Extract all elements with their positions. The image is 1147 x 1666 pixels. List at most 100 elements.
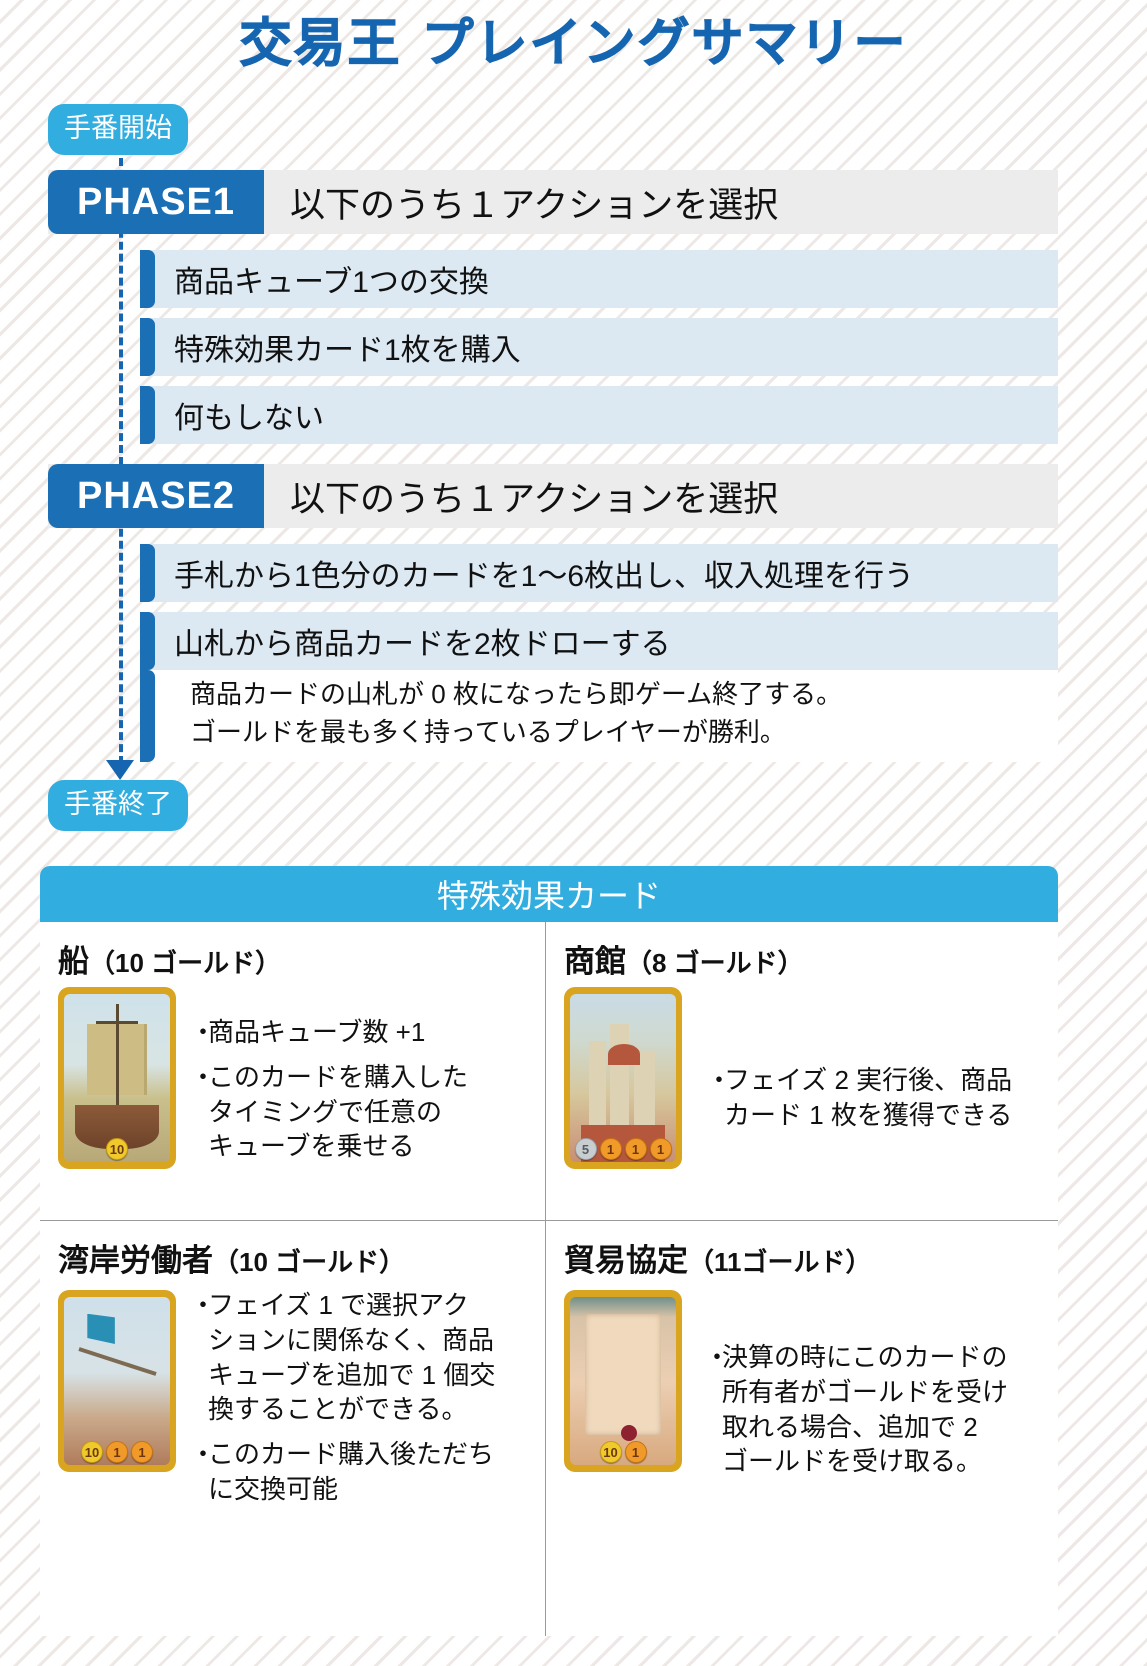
card-trading-house-bullets: ・ フェイズ 2 実行後、商品 カード 1 枚を獲得できる: [696, 987, 1048, 1143]
dock-flag-icon: [87, 1313, 115, 1345]
card-trade-agreement-name: 貿易協定: [564, 1243, 688, 1278]
ship-mast-icon: [115, 1004, 119, 1109]
card-trading-house-name: 商館: [564, 944, 626, 979]
grid-divider-vertical-bottom: [545, 1221, 546, 1636]
house-tower-icon: [589, 1041, 607, 1139]
card-trade-agreement-body: 10 1 ・ 決算の時にこのカードの 所有者がゴールドを受け 取れる場合、追加で…: [564, 1286, 1048, 1489]
phase-1-tag: PHASE1: [48, 170, 264, 234]
phase-1-action-2: 特殊効果カード1枚を購入: [140, 318, 1058, 376]
card-trading-house-cost: （8 ゴールド）: [626, 948, 804, 978]
end-game-note-line-1: 商品カードの山札が 0 枚になったら即ゲーム終了する。: [190, 679, 843, 709]
end-game-note-line-2: ゴールドを最も多く持っているプレイヤーが勝利。: [190, 716, 786, 747]
phase-2-description: 以下のうち１アクションを選択: [290, 479, 779, 519]
ship-illustration: [64, 994, 170, 1162]
card-dock-worker-name: 湾岸労働者: [58, 1243, 213, 1278]
card-entry-trade-agreement: 貿易協定（11ゴールド） 10 1: [546, 1221, 1058, 1636]
card-ship-bullets: ・ 商品キューブ数 +1 ・ このカードを購入した タイミングで任意の キューブ…: [190, 987, 535, 1174]
bullet-icon: ・: [190, 1061, 217, 1092]
card-trading-house-body: 5 1 1 1 ・ フェイズ 2 実行後、商品 カード 1 枚を獲得できる: [564, 987, 1048, 1169]
coin-badge: 1: [599, 1138, 622, 1160]
list-item: ・ 決算の時にこのカードの 所有者がゴールドを受け 取れる場合、追加で 2 ゴー…: [704, 1340, 1048, 1479]
bullet-icon: ・: [704, 1342, 731, 1372]
phase-1-description: 以下のうち１アクションを選択: [290, 185, 779, 225]
card-trading-house-title: 商館（8 ゴールド）: [564, 936, 1048, 981]
card-ship-cost: （10 ゴールド）: [89, 948, 282, 978]
trading-house-card-coins: 5 1 1 1: [564, 1138, 682, 1160]
card-trading-house-bullet-1: フェイズ 2 実行後、商品 カード 1 枚を獲得できる: [724, 1065, 1013, 1130]
phase-1-action-1-label: 商品キューブ1つの交換: [174, 266, 489, 299]
coin-badge: 5: [574, 1138, 597, 1160]
phase-2-header: PHASE2 以下のうち１アクションを選択: [48, 464, 1058, 528]
coin-badge: 1: [649, 1138, 672, 1160]
ship-yard-icon: [95, 1020, 139, 1024]
card-entry-trading-house: 商館（8 ゴールド） 5 1: [546, 922, 1058, 1220]
card-dock-worker-cost: （10 ゴールド）: [213, 1247, 406, 1277]
ship-card-coins: 10: [58, 1138, 176, 1160]
ship-card-art: 10: [58, 987, 176, 1169]
parchment-icon: [584, 1313, 662, 1435]
end-game-note: 商品カードの山札が 0 枚になったら即ゲーム終了する。 ゴールドを最も多く持って…: [140, 670, 1058, 762]
coin-badge: 10: [106, 1138, 128, 1160]
flow-connector-line: [119, 146, 123, 776]
card-ship-bullet-2: このカードを購入した タイミングで任意の キューブを乗せる: [208, 1061, 469, 1162]
grid-divider-horizontal-left: [40, 1220, 545, 1221]
bullet-icon: ・: [706, 1065, 733, 1095]
phase-2-action-1: 手札から1色分のカードを1〜6枚出し、収入処理を行う: [140, 544, 1058, 602]
card-ship-bullet-1: 商品キューブ数 +1: [208, 1017, 426, 1047]
turn-end-badge: 手番終了: [48, 780, 188, 831]
bullet-icon: ・: [190, 1439, 217, 1470]
house-tower-icon: [610, 1024, 630, 1139]
turn-start-badge: 手番開始: [48, 104, 188, 155]
house-tower-icon: [633, 1051, 655, 1139]
coin-badge: 1: [624, 1441, 647, 1463]
trade-agreement-illustration: [570, 1297, 676, 1465]
page-title-bar: 交易王 プレイングサマリー: [0, 15, 1147, 73]
special-cards-grid: 船（10 ゴールド） 10 ・: [40, 922, 1058, 1636]
card-entry-dock-worker: 湾岸労働者（10 ゴールド） 10 1 1: [40, 1221, 545, 1636]
flow-arrow-icon: [106, 760, 134, 780]
bullet-icon: ・: [190, 1017, 217, 1047]
dock-worker-card-coins: 10 1 1: [58, 1441, 176, 1463]
card-ship-body: 10 ・ 商品キューブ数 +1 ・ このカードを購入した タイミングで任意の キ…: [58, 987, 535, 1174]
coin-badge: 1: [624, 1138, 647, 1160]
phase-2-tag: PHASE2: [48, 464, 264, 528]
special-cards-header: 特殊効果カード: [40, 866, 1058, 922]
bullet-icon: ・: [190, 1290, 217, 1320]
card-trade-agreement-cost: （11ゴールド）: [688, 1247, 872, 1277]
phase-2-action-2-label: 山札から商品カードを2枚ドローする: [174, 628, 671, 661]
coin-badge: 10: [81, 1441, 103, 1463]
grid-divider-horizontal-right: [546, 1220, 1058, 1221]
special-effect-cards-panel: 特殊効果カード 船（10 ゴールド） 10: [40, 866, 1058, 1636]
card-ship-name: 船: [58, 944, 89, 979]
grid-divider-vertical-top: [545, 922, 546, 1220]
house-roof-icon: [608, 1044, 640, 1065]
card-dock-worker-bullet-2: このカード購入後ただち に交換可能: [208, 1439, 495, 1505]
card-dock-worker-bullets: ・ フェイズ 1 で選択アク ションに関係なく、商品 キューブを追加で 1 個交…: [190, 1286, 535, 1517]
list-item: ・ 商品キューブ数 +1: [190, 1015, 535, 1050]
trade-agreement-card-art: 10 1: [564, 1290, 682, 1472]
coin-badge: 1: [131, 1441, 153, 1463]
coin-badge: 1: [106, 1441, 128, 1463]
card-trade-agreement-bullets: ・ 決算の時にこのカードの 所有者がゴールドを受け 取れる場合、追加で 2 ゴー…: [696, 1286, 1048, 1489]
phase-1-action-1: 商品キューブ1つの交換: [140, 250, 1058, 308]
card-trade-agreement-bullet-1: 決算の時にこのカードの 所有者がゴールドを受け 取れる場合、追加で 2 ゴールド…: [722, 1342, 1009, 1477]
trading-house-illustration: [570, 994, 676, 1162]
list-item: ・ このカードを購入した タイミングで任意の キューブを乗せる: [190, 1060, 535, 1164]
phase-2-action-2: 山札から商品カードを2枚ドローする: [140, 612, 1058, 670]
wax-seal-icon: [620, 1425, 637, 1442]
grid-divider-center: [545, 1220, 546, 1221]
dock-crane-boom-icon: [78, 1347, 157, 1377]
turn-flow-diagram: 手番開始 PHASE1 以下のうち１アクションを選択 商品キューブ1つの交換 特…: [0, 96, 1147, 856]
coin-badge: 10: [599, 1441, 622, 1463]
phase-2-action-1-label: 手札から1色分のカードを1〜6枚出し、収入処理を行う: [174, 560, 915, 593]
card-dock-worker-body: 10 1 1 ・ フェイズ 1 で選択アク ションに関係なく、商品 キューブを追…: [58, 1286, 535, 1517]
phase-1-action-2-label: 特殊効果カード1枚を購入: [174, 334, 521, 367]
dock-worker-card-art: 10 1 1: [58, 1290, 176, 1472]
list-item: ・ このカード購入後ただち に交換可能: [190, 1437, 535, 1507]
phase-1-header: PHASE1 以下のうち１アクションを選択: [48, 170, 1058, 234]
trading-house-card-art: 5 1 1 1: [564, 987, 682, 1169]
card-dock-worker-title: 湾岸労働者（10 ゴールド）: [58, 1235, 535, 1280]
card-dock-worker-bullet-1: フェイズ 1 で選択アク ションに関係なく、商品 キューブを追加で 1 個交 換…: [208, 1290, 496, 1425]
list-item: ・ フェイズ 2 実行後、商品 カード 1 枚を獲得できる: [706, 1063, 1048, 1133]
